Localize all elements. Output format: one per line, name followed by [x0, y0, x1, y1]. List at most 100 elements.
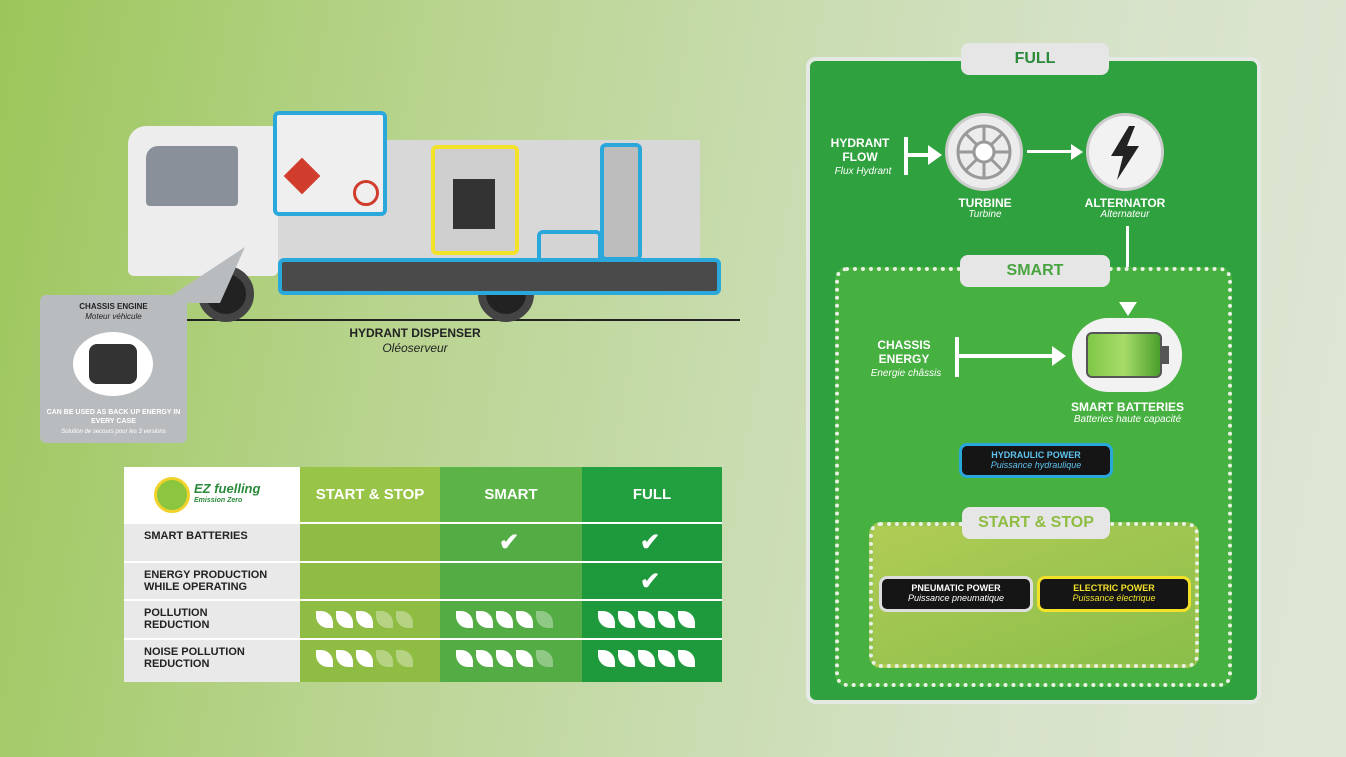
hydraulic-power-pill: HYDRAULIC POWER Puissance hydraulique [959, 443, 1113, 478]
alternator-label-fr: Alternateur [1100, 209, 1150, 220]
logo-sub: Emission Zero [194, 496, 243, 504]
column-start-stop: START & STOP [300, 467, 440, 682]
leaf-icon [496, 611, 513, 628]
chassis-battery-highlight [278, 258, 721, 295]
row-divider [124, 522, 722, 524]
leaf-icon [396, 650, 413, 667]
chassis-arrow-line [955, 354, 1055, 358]
row-label-pollution: POLLUTION REDUCTION [144, 607, 210, 631]
leaf-icon [456, 650, 473, 667]
leaf-icon [516, 650, 533, 667]
pneumatic-power-pill: PNEUMATIC POWER Puissance pneumatique [879, 576, 1033, 612]
smart-tag: SMART [960, 255, 1110, 287]
leaf-icon [356, 611, 373, 628]
leaf-rating [456, 650, 553, 667]
smart-batteries-label-fr: Batteries haute capacité [1073, 414, 1182, 425]
hydraulic-label: HYDRAULIC POWER [991, 450, 1081, 460]
leaf-icon [456, 611, 473, 628]
leaf-rating [316, 650, 413, 667]
header-full: FULL [582, 467, 722, 522]
header-start-stop: START & STOP [300, 467, 440, 522]
turbine-label-fr: Turbine [968, 209, 1002, 220]
turbine-arrow-head [1071, 144, 1083, 160]
row-label-noise: NOISE POLLUTION REDUCTION [144, 646, 245, 670]
engine-image [73, 332, 153, 396]
leaf-icon [618, 650, 635, 667]
leaf-icon [356, 650, 373, 667]
hose-reel-highlight [600, 143, 642, 261]
row-label-smart-batteries: SMART BATTERIES [144, 530, 248, 542]
alternator-label: ALTERNATOR [1084, 196, 1166, 210]
electric-label-fr: Puissance électrique [1072, 593, 1156, 603]
leaf-icon [336, 611, 353, 628]
leaf-icon [536, 611, 553, 628]
ez-logo-icon [154, 476, 190, 513]
leaf-icon [678, 611, 695, 628]
turbine-label: TURBINE [958, 196, 1012, 210]
row-divider [124, 638, 722, 640]
leaf-icon [658, 611, 675, 628]
electric-label: ELECTRIC POWER [1073, 583, 1155, 593]
leaf-icon [536, 650, 553, 667]
chassis-arrow-head [1052, 346, 1066, 366]
chassis-energy-label-fr: Energie châssis [870, 368, 942, 379]
leaf-icon [336, 650, 353, 667]
alternator-arrow-head [1119, 302, 1137, 316]
hydraulic-label-fr: Puissance hydraulique [990, 460, 1082, 470]
dispenser-label: HYDRANT DISPENSER [349, 326, 481, 340]
check-icon: ✔ [640, 529, 661, 556]
row-label-energy-production: ENERGY PRODUCTION WHILE OPERATING [144, 569, 268, 593]
comparison-table: EZ fuelling Emission Zero SMART BATTERIE… [124, 467, 722, 682]
leaf-icon [618, 611, 635, 628]
hydrant-arrow-line [904, 153, 932, 157]
engine-title: CHASSIS ENGINE [79, 302, 148, 311]
alternator-icon [1086, 113, 1164, 191]
start-stop-tag: START & STOP [962, 507, 1110, 539]
ez-logo: EZ fuelling Emission Zero [124, 467, 300, 522]
hydrant-arrow-head [928, 145, 942, 165]
chassis-engine-card: CHASSIS ENGINE Moteur véhicule CAN BE US… [40, 295, 187, 443]
leaf-rating [456, 611, 553, 628]
leaf-icon [638, 650, 655, 667]
check-icon: ✔ [499, 529, 520, 556]
column-full: FULL [582, 467, 722, 682]
leaf-icon [476, 650, 493, 667]
pneumatic-label: PNEUMATIC POWER [911, 583, 1001, 593]
label-column: EZ fuelling Emission Zero SMART BATTERIE… [124, 467, 300, 682]
battery-icon [1072, 318, 1182, 392]
turbine-arrow-line [1027, 150, 1073, 153]
fuel-tank-highlight [273, 111, 387, 216]
logo-text: EZ fuelling [194, 480, 261, 496]
pneumatic-label-fr: Puissance pneumatique [907, 593, 1005, 603]
leaf-icon [376, 650, 393, 667]
callout-pointer [160, 247, 245, 303]
header-smart: SMART [440, 467, 582, 522]
leaf-icon [476, 611, 493, 628]
leaf-rating [598, 650, 695, 667]
hydrant-flow-label-fr: Flux Hydrant [834, 166, 892, 177]
dispenser-label-fr: Oléoserveur [382, 341, 448, 355]
full-tag: FULL [961, 43, 1109, 75]
engine-title-fr: Moteur véhicule [85, 312, 142, 321]
leaf-icon [658, 650, 675, 667]
leaf-icon [598, 611, 615, 628]
alternator-arrow-line [1126, 226, 1129, 306]
row-divider [124, 561, 722, 563]
leaf-icon [316, 611, 333, 628]
hydrant-flow-label: HYDRANT FLOW [830, 136, 890, 164]
ground-line [178, 319, 740, 321]
engine-note-fr: Solution de secours pour les 3 versions [61, 429, 166, 435]
control-panel-highlight [431, 145, 519, 255]
leaf-icon [678, 650, 695, 667]
check-icon: ✔ [640, 568, 661, 595]
leaf-icon [376, 611, 393, 628]
leaf-icon [598, 650, 615, 667]
leaf-rating [598, 611, 695, 628]
leaf-icon [396, 611, 413, 628]
turbine-icon [945, 113, 1023, 191]
leaf-icon [316, 650, 333, 667]
engine-note: CAN BE USED AS BACK UP ENERGY IN EVERY C… [46, 409, 181, 425]
leaf-icon [638, 611, 655, 628]
leaf-icon [516, 611, 533, 628]
electric-power-pill: ELECTRIC POWER Puissance électrique [1037, 576, 1191, 612]
